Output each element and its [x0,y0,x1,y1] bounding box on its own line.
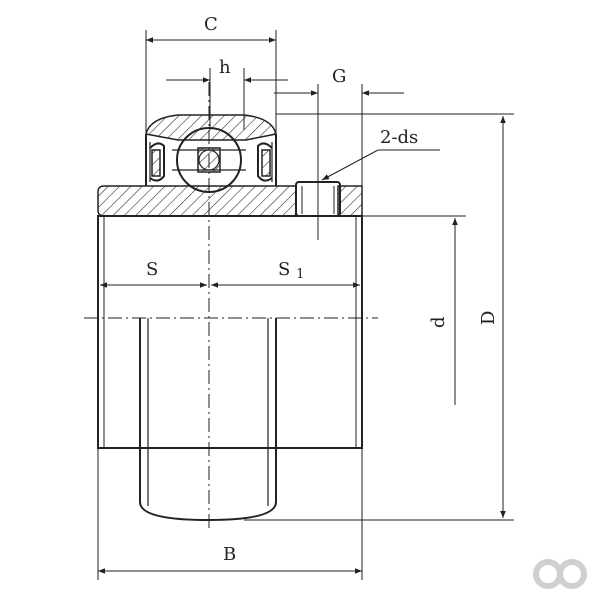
label-h: h [219,57,231,78]
label-C: C [204,14,218,35]
seal-left [149,142,165,182]
dimension-h: h [166,57,288,130]
label-B: B [223,544,236,565]
dimension-C: C [145,14,277,134]
infinity-logo-icon [533,559,587,589]
dimension-d: d [362,215,466,405]
dimension-G: G [274,66,404,240]
dimension-S: S [100,259,207,288]
label-S: S [146,259,158,280]
label-S1-sub: 1 [296,267,304,282]
dimension-B: B [97,448,363,580]
inner-ring [97,215,363,449]
dimension-2-ds: 2-ds [321,127,440,181]
bearing-body [84,82,378,530]
label-S1: S 1 [278,259,304,282]
label-G: G [332,66,346,87]
outer-ring-housing [97,185,363,217]
dimension-D: D [244,113,514,521]
dimension-S1: S 1 [211,259,360,288]
label-S1-main: S [278,259,290,280]
label-2-ds: 2-ds [380,127,418,148]
label-D: D [478,311,499,325]
shaft [98,318,362,522]
seal-right [257,142,273,182]
label-d: d [428,316,449,328]
